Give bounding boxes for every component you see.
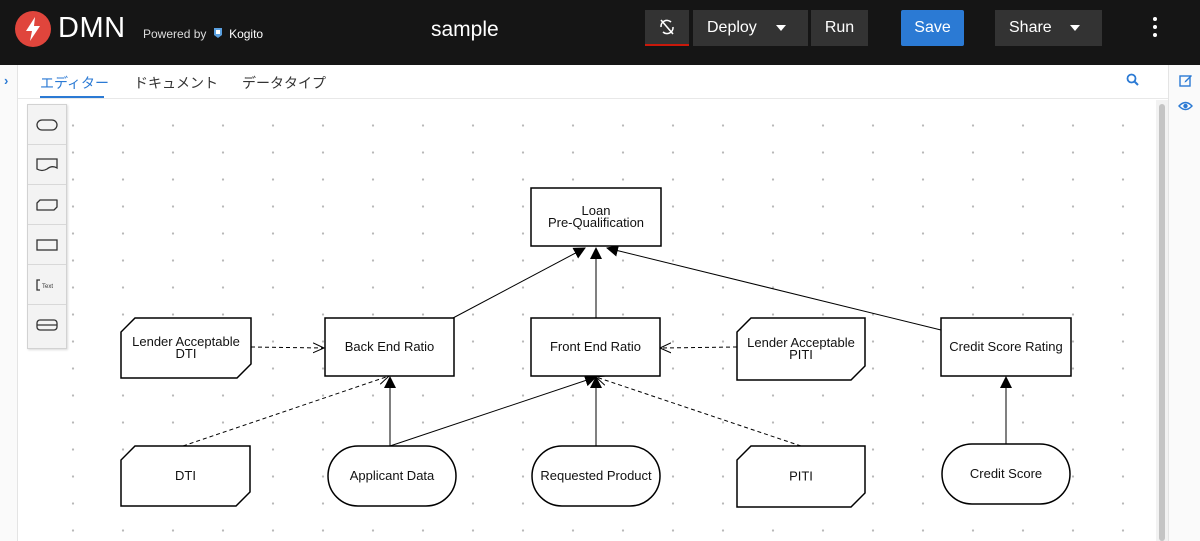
edge-piti-to-front-end-ratio[interactable]	[596, 377, 802, 447]
input-data-shape-icon	[36, 118, 58, 131]
edge-lender-dti-to-back-end-ratio[interactable]	[250, 347, 324, 348]
right-properties-rail	[1168, 65, 1200, 541]
node-credit-score[interactable]: Credit Score	[941, 443, 1071, 505]
caret-down-icon	[776, 25, 786, 31]
node-shape	[530, 187, 662, 247]
node-label: Pre-Qualification	[548, 215, 644, 230]
node-back-end-ratio[interactable]: Back End Ratio	[324, 317, 455, 377]
kebab-menu-icon[interactable]	[1148, 15, 1162, 41]
node-label: DTI	[176, 346, 197, 361]
palette-decision-service-button[interactable]	[28, 305, 66, 345]
edge-credit-score-rating-to-loan[interactable]	[606, 244, 942, 331]
bkm-shape-icon	[36, 198, 58, 211]
caret-down-icon	[1070, 25, 1080, 31]
tab-data-types[interactable]: データタイプ	[242, 75, 326, 91]
scrollbar-thumb[interactable]	[1159, 104, 1165, 541]
node-shape	[327, 445, 457, 507]
editor-tabs: エディター ドキュメント データタイプ	[18, 65, 1168, 99]
palette-knowledge-source-button[interactable]	[28, 145, 66, 185]
share-label: Share	[1009, 19, 1052, 36]
node-label: Lender Acceptable	[747, 335, 855, 350]
node-shape	[736, 445, 866, 508]
deploy-button[interactable]: Deploy	[693, 10, 808, 46]
node-label: Loan	[582, 203, 611, 218]
node-dti[interactable]: DTI	[120, 445, 251, 507]
edge-lender-piti-to-front-end-ratio[interactable]	[660, 347, 738, 348]
node-requested-product[interactable]: Requested Product	[531, 445, 661, 507]
powered-by-label: Powered by	[143, 27, 207, 41]
node-label: Credit Score	[970, 466, 1042, 481]
palette-text-annotation-button[interactable]: Text	[28, 265, 66, 305]
edge-dti-to-back-end-ratio[interactable]	[182, 376, 389, 447]
search-icon[interactable]	[1126, 73, 1139, 86]
kogito-logo-icon	[213, 28, 222, 38]
node-label: Front End Ratio	[550, 339, 641, 354]
chevron-right-icon: ›	[4, 73, 9, 88]
tab-documentation[interactable]: ドキュメント	[134, 75, 218, 91]
palette-decision-button[interactable]	[28, 225, 66, 265]
shape-palette: Text	[27, 104, 67, 349]
active-tab-indicator	[40, 96, 104, 98]
dmn-logo-icon	[15, 11, 51, 47]
node-shape	[530, 317, 661, 377]
text-annotation-shape-icon: Text	[36, 278, 53, 291]
palette-input-data-button[interactable]	[28, 105, 66, 145]
kogito-label: Kogito	[229, 27, 264, 41]
node-shape	[120, 445, 251, 507]
node-shape	[940, 317, 1072, 377]
node-shape	[941, 443, 1071, 505]
powered-by: Powered by Kogito	[143, 27, 263, 41]
left-panel-toggle[interactable]: ›	[0, 65, 18, 541]
node-label: Applicant Data	[350, 468, 435, 483]
decision-service-shape-icon	[36, 319, 58, 331]
preview-eye-icon[interactable]	[1178, 100, 1193, 112]
node-shape	[324, 317, 455, 377]
node-shape	[736, 317, 866, 381]
knowledge-source-shape-icon	[36, 157, 58, 171]
run-button[interactable]: Run	[811, 10, 868, 46]
node-label: Back End Ratio	[345, 339, 435, 354]
palette-bkm-button[interactable]	[28, 185, 66, 225]
sync-status-button[interactable]	[645, 10, 689, 46]
node-shape	[531, 445, 661, 507]
brand-name: DMN	[58, 12, 126, 44]
document-title[interactable]: sample	[431, 18, 499, 41]
node-applicant-data[interactable]: Applicant Data	[327, 445, 457, 507]
edit-properties-icon[interactable]	[1179, 73, 1193, 87]
node-front-end-ratio[interactable]: Front End Ratio	[530, 317, 661, 377]
top-header: DMN Powered by Kogito sample Deploy Run …	[0, 0, 1200, 65]
node-label: Credit Score Rating	[949, 339, 1062, 354]
node-label: PITI	[789, 347, 813, 362]
share-button[interactable]: Share	[995, 10, 1102, 46]
node-piti[interactable]: PITI	[736, 445, 866, 508]
node-label: PITI	[789, 469, 813, 484]
save-button[interactable]: Save	[901, 10, 964, 46]
node-shape	[120, 317, 252, 379]
edge-applicant-data-to-front-end-ratio[interactable]	[389, 374, 597, 447]
svg-text:Text: Text	[42, 284, 53, 290]
canvas-vertical-scrollbar[interactable]	[1156, 100, 1168, 541]
tab-editor[interactable]: エディター	[40, 75, 110, 91]
node-label: Requested Product	[540, 468, 652, 483]
node-label: DTI	[175, 468, 196, 483]
node-label: Lender Acceptable	[132, 334, 240, 349]
edge-back-end-ratio-to-loan[interactable]	[452, 247, 586, 319]
deploy-label: Deploy	[707, 19, 757, 36]
decision-shape-icon	[36, 238, 58, 251]
sync-off-icon	[660, 19, 674, 35]
node-credit-score-rating[interactable]: Credit Score Rating	[940, 317, 1072, 377]
